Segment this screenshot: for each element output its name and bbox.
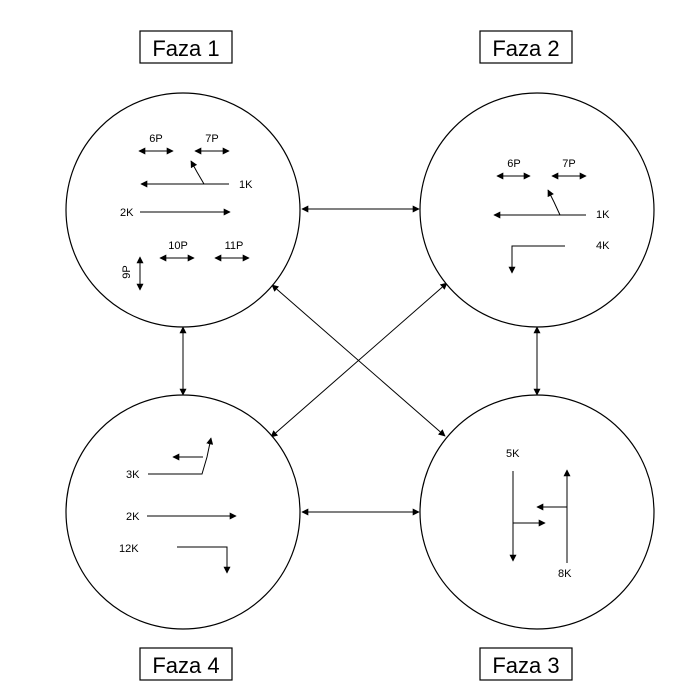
label-5k: 5K — [506, 448, 520, 460]
label-8k: 8K — [558, 568, 572, 580]
label-1k: 1K — [239, 179, 253, 191]
faza-2-movements: 6P 7P 1K 4K — [493, 158, 610, 274]
label-9p: 9P — [121, 265, 133, 278]
faza-2-label: Faza 2 — [492, 36, 559, 61]
faza-1-circle — [65, 92, 301, 328]
label-2k-f4: 2K — [126, 511, 140, 523]
faza-4-title: Faza 4 — [139, 647, 233, 681]
faza-1-movements: 6P 7P 1K 2K 10P 11P 9P — [120, 133, 253, 291]
label-12k: 12K — [119, 543, 139, 555]
faza-4-movements: 3K 2K 12K — [119, 437, 237, 574]
transition-2-4 — [270, 282, 448, 438]
faza-3-title: Faza 3 — [479, 647, 573, 681]
faza-3-label: Faza 3 — [492, 653, 559, 678]
label-7p: 7P — [205, 133, 218, 145]
faza-4-circle — [65, 394, 301, 630]
label-4k: 4K — [596, 240, 610, 252]
arrow-12k — [177, 546, 231, 574]
faza-1-title: Faza 1 — [139, 30, 233, 64]
label-10p: 10P — [168, 240, 188, 252]
label-2k: 2K — [120, 207, 134, 219]
faza-4-label: Faza 4 — [152, 653, 219, 678]
phase-transitions — [179, 205, 541, 516]
faza-2-title: Faza 2 — [479, 30, 573, 64]
label-7p-f2: 7P — [562, 158, 575, 170]
arrow-4k — [508, 245, 565, 274]
label-1k-f2: 1K — [596, 209, 610, 221]
label-3k: 3K — [126, 469, 140, 481]
faza-1-label: Faza 1 — [152, 36, 219, 61]
faza-3-movements: 5K 8K — [506, 448, 572, 580]
arrow-1k-turn — [190, 160, 205, 185]
label-6p: 6P — [149, 133, 162, 145]
arrow-1k-turn-f2 — [547, 189, 561, 216]
faza-3-circle — [419, 394, 655, 630]
faza-2-circle — [419, 92, 655, 328]
label-11p: 11P — [225, 240, 244, 252]
label-6p-f2: 6P — [507, 158, 520, 170]
arrow-3k-turn — [148, 437, 214, 475]
